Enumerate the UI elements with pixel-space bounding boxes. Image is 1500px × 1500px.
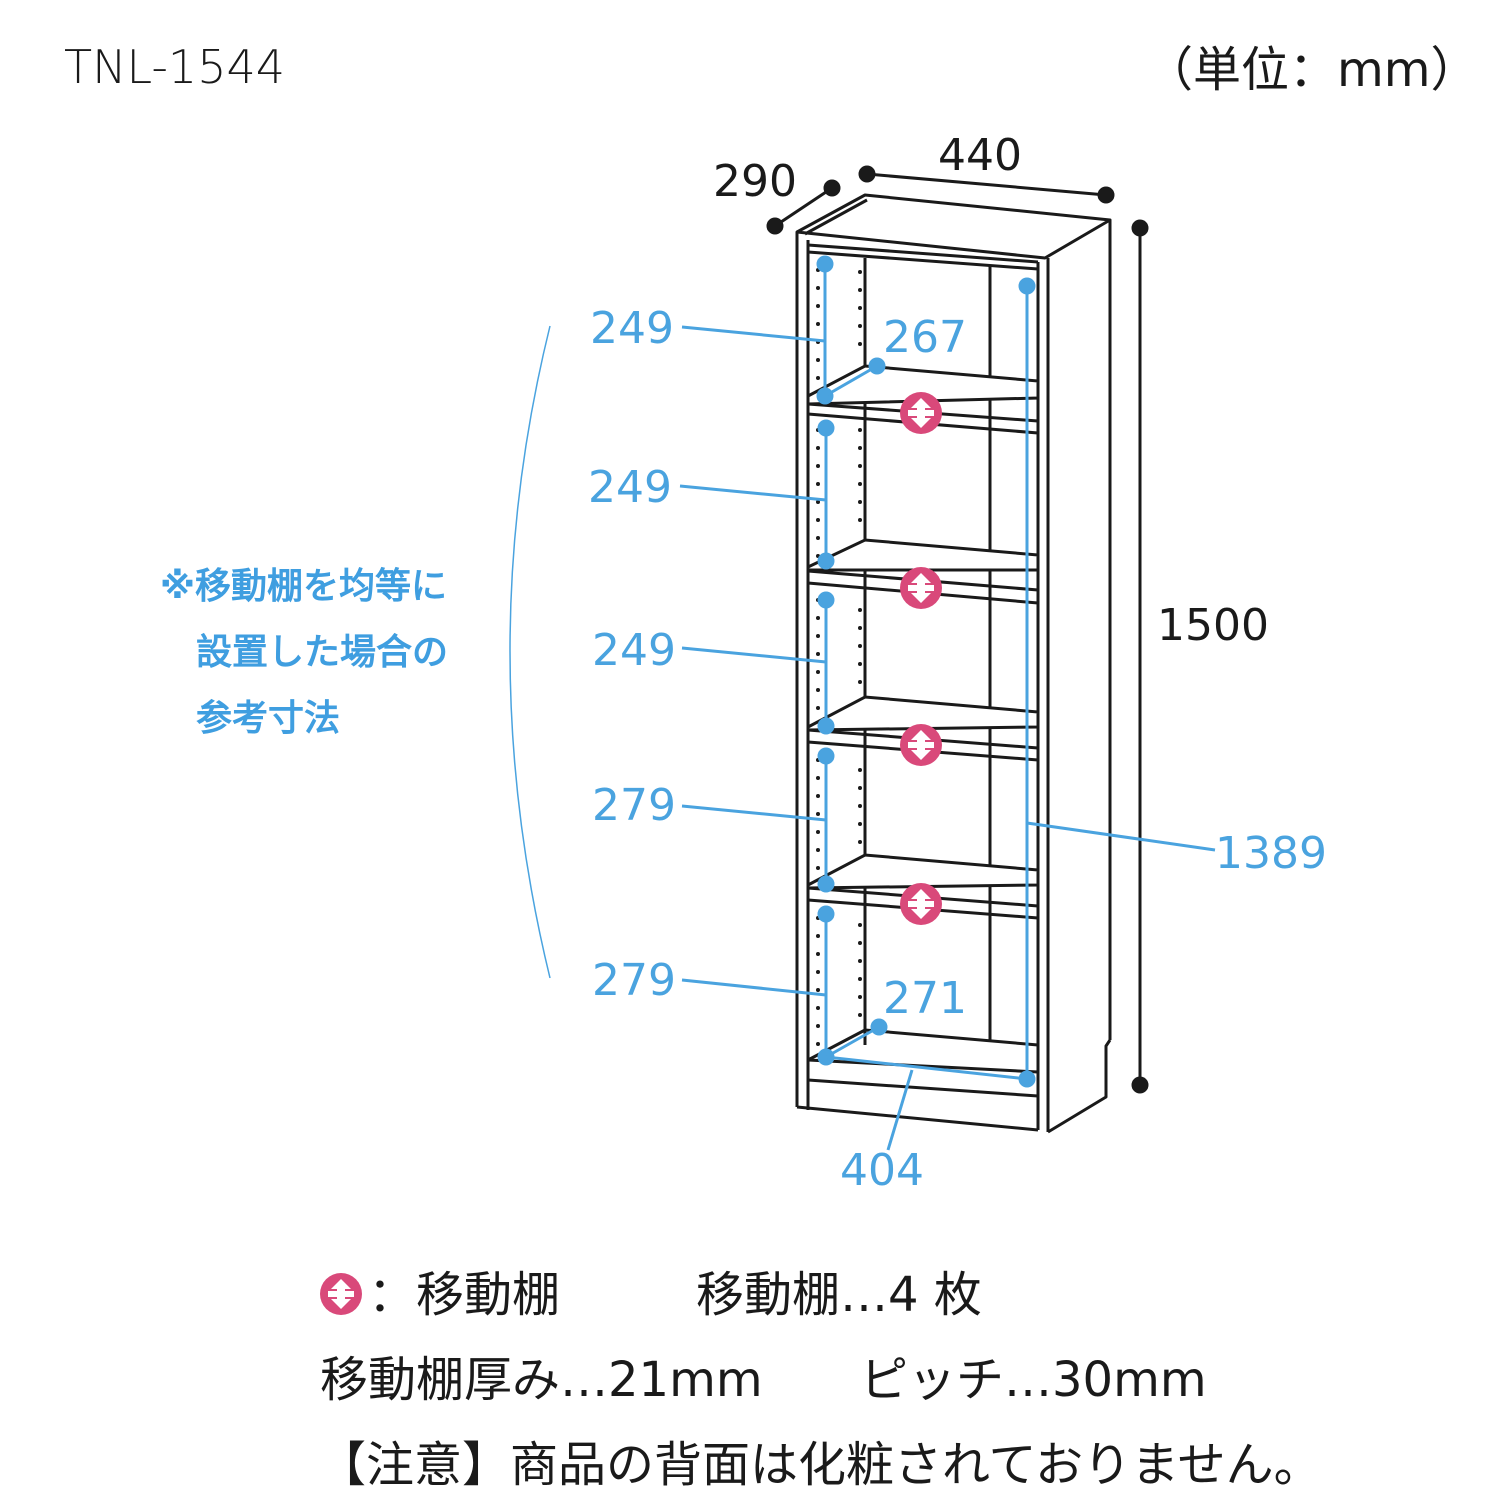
movable-shelf-icon [900, 567, 942, 609]
shelf-thickness: 移動棚厚み…21mm [320, 1352, 763, 1408]
movable-shelf-icon [320, 1273, 362, 1315]
height-label: 1500 [1157, 600, 1269, 651]
legend-icon-label: ：移動棚 [368, 1267, 561, 1323]
movable-shelf-icon [900, 392, 942, 434]
movable-shelf-icon [900, 883, 942, 925]
shelf-depth-bottom-label: 271 [883, 973, 967, 1024]
reference-bracket [509, 325, 551, 979]
note-line-3: 参考寸法 [196, 698, 341, 739]
compartment-3-label: 249 [592, 625, 676, 676]
width-label: 440 [938, 130, 1022, 181]
caution-note: 【注意】商品の背面は化粧されておりません。 [318, 1437, 1322, 1493]
compartment-2-label: 249 [588, 462, 672, 513]
compartment-5-label: 279 [592, 955, 676, 1006]
reference-note: ※移動棚を均等に 設置した場合の 参考寸法 [160, 554, 448, 752]
note-line-1: ※移動棚を均等に [160, 566, 447, 607]
depth-label: 290 [713, 156, 797, 207]
shelf-depth-top-label: 267 [883, 312, 967, 363]
movable-shelf-icon [900, 724, 942, 766]
note-line-2: 設置した場合の [196, 632, 449, 673]
compartment-4-label: 279 [592, 780, 676, 831]
unit-label: （単位：mm） [1145, 42, 1479, 98]
inner-height-label: 1389 [1215, 828, 1327, 879]
shelf-pitch: ピッチ…30mm [860, 1352, 1207, 1408]
inner-width-label: 404 [840, 1145, 924, 1196]
shelf-count: 移動棚…4 枚 [696, 1267, 982, 1323]
legend-row-1: ：移動棚 [318, 1255, 560, 1325]
model-number: TNL-1544 [64, 40, 285, 94]
compartment-1-label: 249 [590, 303, 674, 354]
